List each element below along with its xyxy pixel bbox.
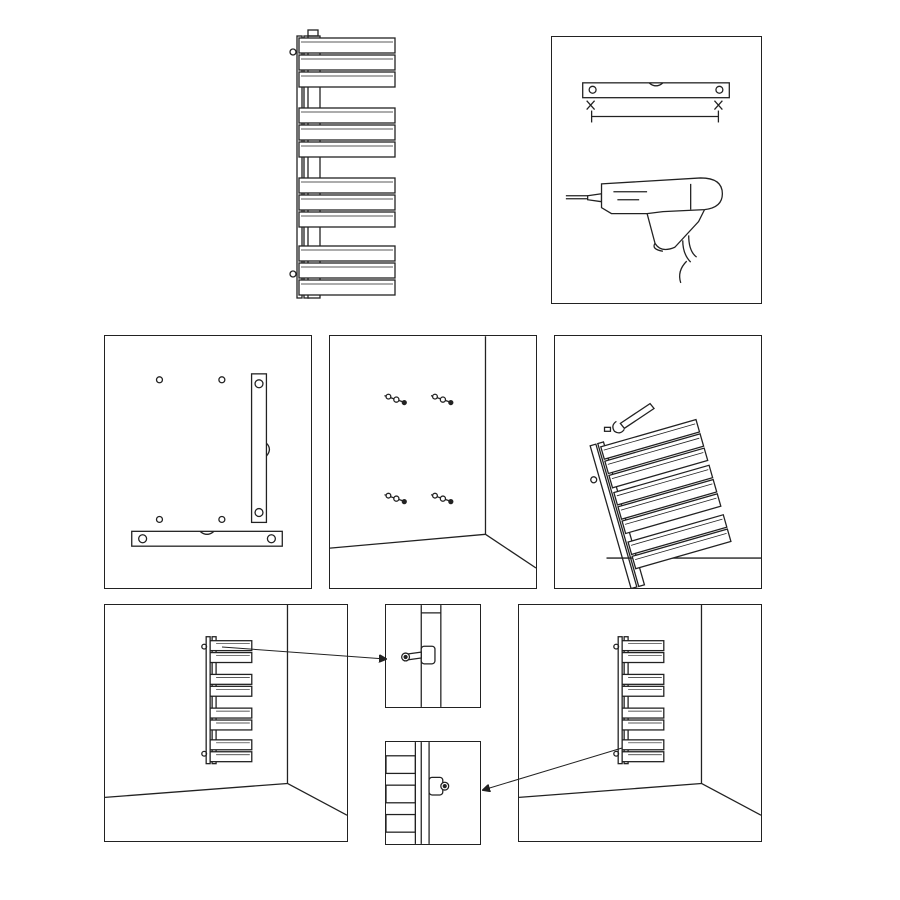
- radiator-slat: [298, 107, 396, 124]
- radiator-slat: [621, 685, 665, 697]
- wall-bracket-icon: [430, 492, 454, 505]
- radiator-slat: [621, 739, 665, 751]
- radiator-slat: [298, 245, 396, 262]
- power-drill-icon: [565, 177, 724, 284]
- panel-mounted-left: [104, 604, 348, 842]
- radiator-slat: [298, 71, 396, 88]
- radiator-overview: [275, 28, 405, 304]
- radiator-slat: [621, 751, 665, 763]
- wall-bracket-icon: [430, 393, 454, 406]
- radiator-slat: [298, 177, 396, 194]
- radiator-slat: [209, 739, 253, 751]
- spirit-level-icon: [582, 82, 730, 123]
- radiator-slat: [298, 279, 396, 296]
- panel-hang-radiator: [554, 335, 762, 589]
- radiator-slat: [209, 707, 253, 719]
- radiator-slat: [621, 651, 665, 664]
- radiator-slat: [209, 685, 253, 697]
- radiator-slat: [209, 673, 253, 685]
- radiator-slat: [298, 194, 396, 211]
- radiator-slat: [621, 707, 665, 719]
- panel-wall-marks: [104, 335, 312, 589]
- radiator-slat: [298, 211, 396, 228]
- radiator-slat: [298, 124, 396, 141]
- panel-mounted-right: [518, 604, 762, 842]
- panel-detail-top-bracket: [385, 604, 481, 708]
- radiator-slat: [209, 751, 253, 763]
- panel-detail-bottom-bracket: [385, 741, 481, 845]
- radiator-slat: [209, 640, 253, 652]
- towel-radiator-icon: [201, 636, 253, 765]
- radiator-slat: [298, 141, 396, 158]
- towel-radiator-icon: [589, 418, 732, 588]
- wall-bracket-icon: [428, 776, 450, 796]
- radiator-slat: [298, 262, 396, 279]
- spirit-level-icon: [131, 373, 283, 547]
- wall-bracket-icon: [401, 645, 436, 665]
- radiator-slat: [298, 37, 396, 54]
- wall-bracket-icon: [384, 393, 407, 406]
- spanner-icon: [603, 402, 655, 434]
- radiator-slat: [621, 673, 665, 685]
- radiator-slat: [298, 54, 396, 71]
- wall-bracket-icon: [384, 492, 407, 505]
- panel-brackets-fixed: [329, 335, 537, 589]
- radiator-slat: [621, 640, 665, 652]
- radiator-slat: [621, 719, 665, 731]
- radiator-slat: [209, 651, 253, 664]
- towel-radiator-icon: [289, 29, 396, 299]
- panel-mark-and-drill: [551, 36, 762, 304]
- towel-radiator-icon: [613, 636, 665, 765]
- radiator-slat: [209, 719, 253, 731]
